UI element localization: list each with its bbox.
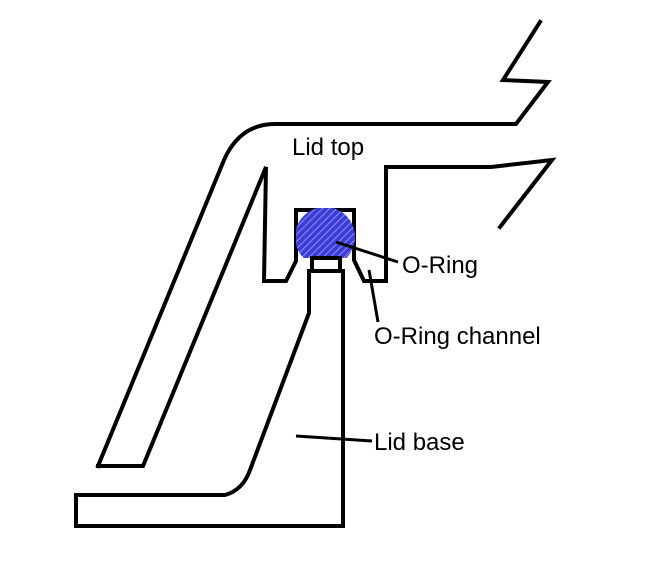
o-ring bbox=[296, 208, 355, 258]
lid-top-label: Lid top bbox=[292, 134, 364, 161]
o-ring-channel-leader bbox=[367, 269, 380, 323]
lid-base-outline bbox=[74, 269, 345, 528]
lid-top-outline bbox=[95, 19, 552, 469]
tongue-tip bbox=[310, 256, 342, 273]
lid-base-leader bbox=[295, 434, 373, 443]
o-ring-leader bbox=[335, 240, 399, 264]
lid-top-inner-outline bbox=[96, 157, 557, 468]
lid-base-label: Lid base bbox=[374, 429, 465, 456]
o-ring-channel-label: O-Ring channel bbox=[374, 323, 541, 350]
o-ring-fill bbox=[296, 208, 355, 258]
o-ring-label: O-Ring bbox=[402, 252, 478, 279]
